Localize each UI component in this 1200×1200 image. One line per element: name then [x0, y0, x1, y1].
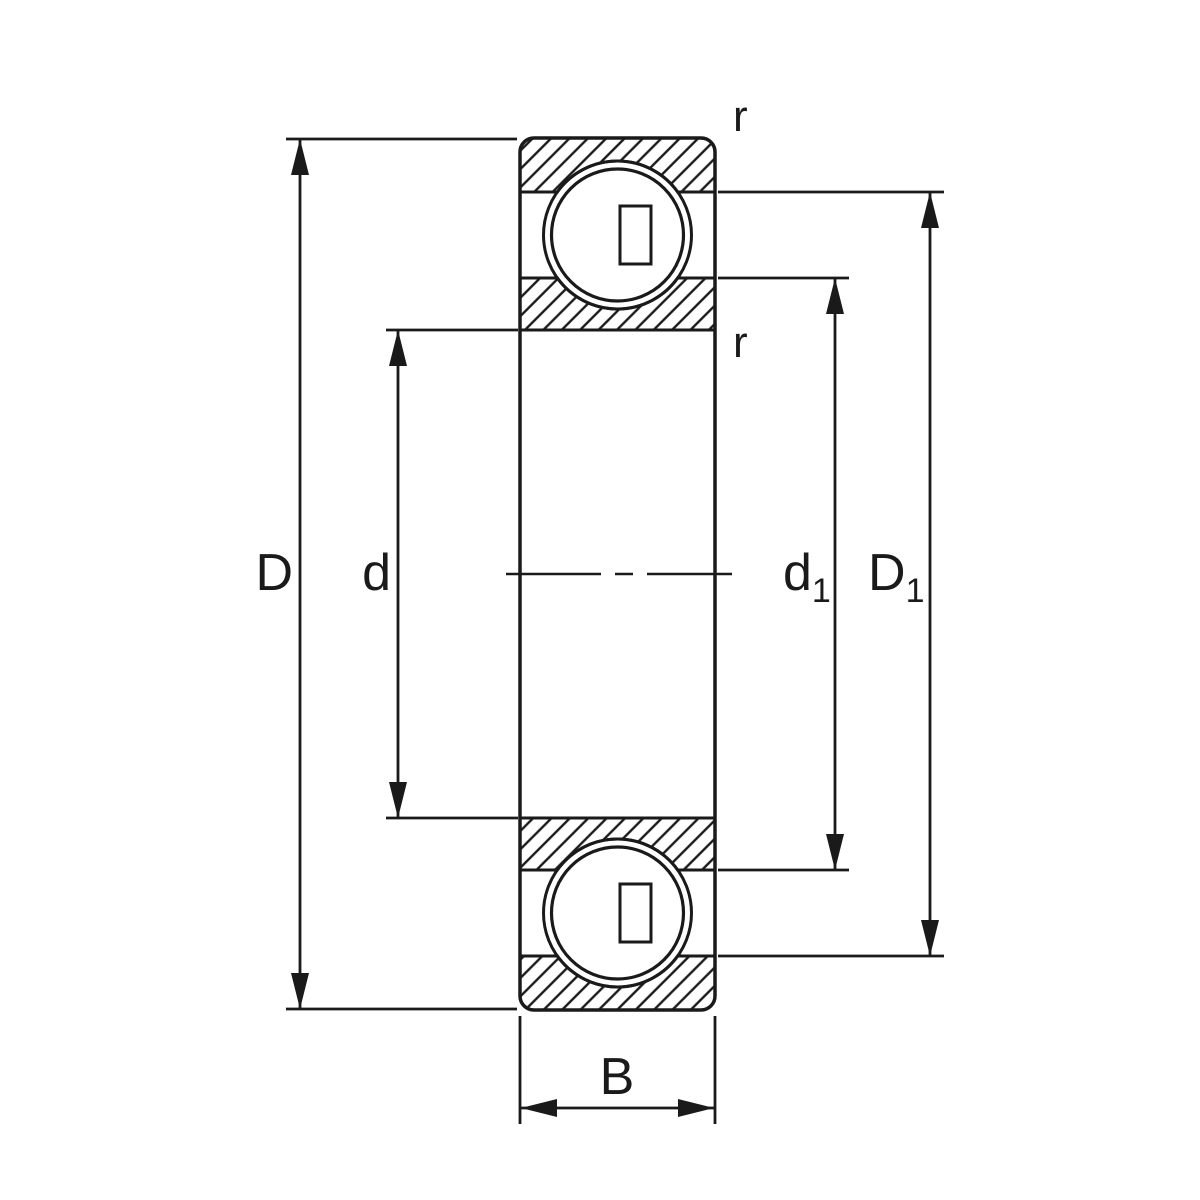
label-bore-diameter: d — [362, 544, 391, 602]
dimension-bore-diameter: d — [362, 328, 518, 820]
label-outer-diameter: D — [255, 544, 293, 602]
ball-bottom — [549, 845, 686, 981]
arrowhead-down-icon — [921, 920, 939, 956]
label-outer-shoulder: D1 — [868, 544, 924, 610]
arrowhead-up-icon — [389, 330, 407, 366]
arrowhead-up-icon — [921, 192, 939, 228]
label-inner-shoulder: d1 — [783, 544, 831, 610]
arrowhead-down-icon — [826, 834, 844, 870]
dimension-outer-diameter: D — [255, 137, 517, 1011]
ball-top — [549, 167, 686, 303]
arrowhead-down-icon — [291, 973, 309, 1009]
inner-ring-bottom-section — [518, 816, 717, 872]
dimension-inner-shoulder-diameter: d1 — [718, 276, 849, 872]
arrowhead-up-icon — [826, 278, 844, 314]
arrowhead-right-icon — [678, 1099, 714, 1117]
label-width: B — [600, 1048, 635, 1106]
cage-top — [618, 204, 653, 266]
arrowhead-up-icon — [291, 139, 309, 175]
arrowhead-down-icon — [389, 782, 407, 818]
cage-bottom — [618, 882, 653, 944]
label-chamfer-top: r — [733, 92, 748, 141]
inner-ring-top-section — [518, 276, 717, 332]
dimension-width: B — [518, 1016, 717, 1124]
dimension-outer-shoulder-diameter: D1 — [718, 190, 944, 958]
bearing-cross-section — [506, 136, 732, 1012]
label-chamfer-inner: r — [733, 318, 748, 367]
arrowhead-left-icon — [521, 1099, 557, 1117]
